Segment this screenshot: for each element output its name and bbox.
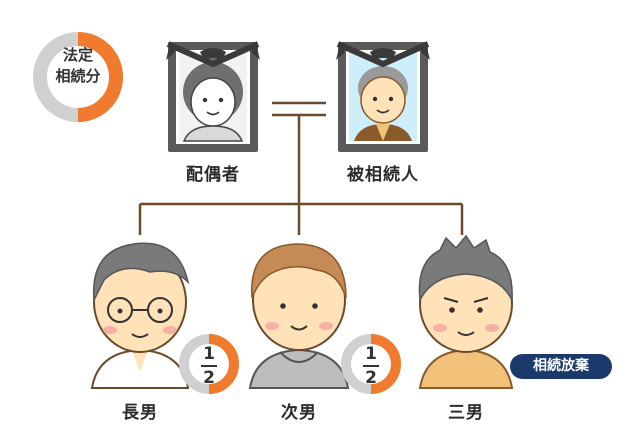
son3-avatar-icon [418, 234, 514, 389]
fraction-bar [363, 365, 379, 367]
son3-label: 三男 [448, 403, 484, 423]
son2-share-fraction: 1 2 [351, 345, 391, 387]
son2-share-denominator: 2 [365, 368, 377, 388]
legend-ring-icon [33, 32, 123, 122]
legend-line1: 法定 [62, 46, 93, 64]
son1-avatar-icon [90, 242, 190, 389]
son1-share-ring-icon [179, 334, 239, 394]
son1-share-denominator: 2 [203, 368, 215, 388]
son2-share-numerator: 1 [365, 344, 377, 364]
spouse-portrait-icon [166, 41, 260, 152]
legend-label: 法定 相続分 [34, 45, 122, 87]
spouse-label: 配偶者 [186, 165, 240, 185]
son2-share-ring-icon [341, 334, 401, 394]
deceased-portrait-icon [336, 41, 430, 152]
son1-label: 長男 [122, 403, 158, 423]
family-tree-lines [138, 101, 464, 235]
deceased-label: 被相続人 [347, 165, 419, 185]
fraction-bar [201, 365, 217, 367]
son2-label: 次男 [281, 403, 317, 423]
son1-share-fraction: 1 2 [189, 345, 229, 387]
son1-share-numerator: 1 [203, 344, 215, 364]
son2-avatar-icon [248, 243, 350, 389]
legend-line2: 相続分 [55, 67, 101, 85]
renunciation-badge: 相続放棄 [510, 354, 612, 379]
